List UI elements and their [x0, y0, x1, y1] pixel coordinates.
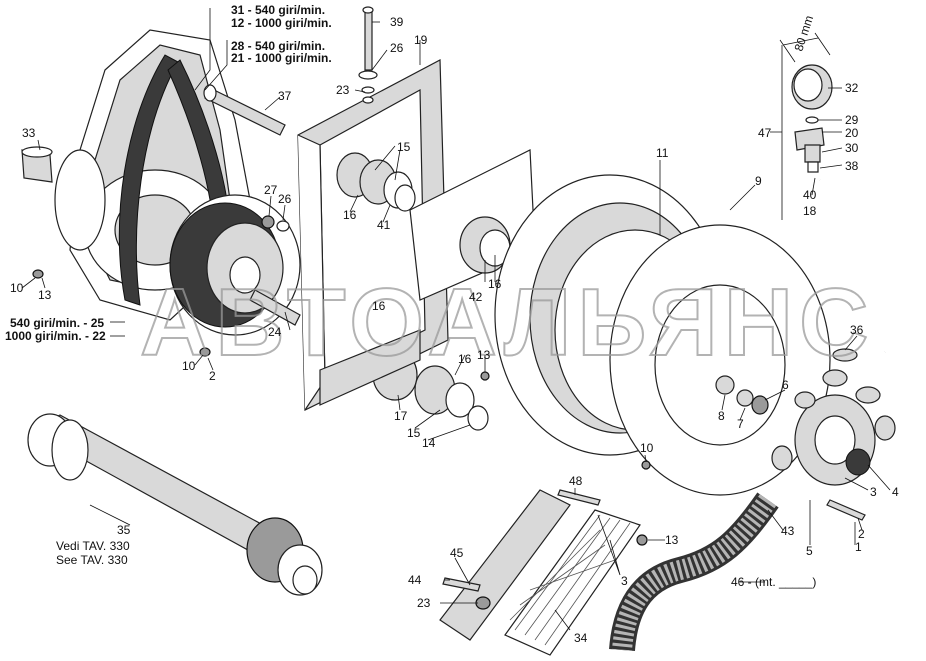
callout-48: 48: [569, 474, 583, 488]
callout-41: 41: [377, 218, 391, 232]
pto-shaft-35: [27, 413, 323, 596]
callout-6: 6: [782, 378, 789, 392]
callout-17: 17: [394, 409, 408, 423]
callout-7: 7: [737, 417, 744, 431]
callout-46: 46 - (mt. _____): [731, 575, 816, 589]
callout-32: 32: [845, 81, 859, 95]
callout-3b: 3: [621, 574, 628, 588]
callout-34: 34: [574, 631, 588, 645]
callout-11: 11: [656, 146, 669, 160]
callout-20: 20: [845, 126, 859, 140]
callout-23: 23: [336, 83, 350, 97]
callout-27: 27: [264, 183, 278, 197]
callout-37: 37: [278, 89, 292, 103]
callout-36: 36: [850, 323, 864, 337]
callout-2: 2: [209, 369, 216, 383]
callout-13: 13: [38, 288, 52, 302]
callout-30: 30: [845, 141, 859, 155]
v-belts: [118, 54, 231, 306]
callout-33: 33: [22, 126, 36, 140]
bolt-39: [358, 6, 378, 104]
speed-22-label: 1000 giri/min. - 22: [5, 329, 106, 343]
callout-35: 35: [117, 523, 131, 537]
callout-19: 19: [414, 33, 428, 47]
bracket-lower: [319, 329, 421, 406]
leader-lines: [21, 8, 891, 631]
callout-16b: 16: [488, 277, 502, 291]
speed-21-label: 21 - 1000 giri/min.: [231, 51, 332, 65]
flex-duct-46: [609, 492, 779, 652]
callout-43: 43: [781, 524, 795, 538]
reference-notes: Vedi TAV. 330 See TAV. 330: [56, 539, 130, 567]
bearings-upper: [336, 152, 416, 212]
shield-45: [439, 489, 571, 641]
callout-16d: 16: [458, 352, 472, 366]
callout-10b: 10: [182, 359, 196, 373]
speed-annotations: 31 - 540 giri/min. 12 - 1000 giri/min. 2…: [5, 3, 332, 343]
shaft-24: [249, 289, 301, 326]
callout-9: 9: [755, 174, 762, 188]
callout-16c: 16: [372, 299, 386, 313]
dimension-label: 80 mm: [792, 14, 817, 53]
callout-26b: 26: [278, 192, 292, 206]
callout-labels: 39 26 23 19 37 33 27 26 15 16 41 11 9 47…: [10, 15, 899, 645]
callout-10: 10: [10, 281, 24, 295]
fasteners: [32, 215, 866, 610]
callout-14: 14: [422, 436, 436, 450]
distributor-5: [771, 348, 896, 486]
speed-25-label: 540 giri/min. - 25: [10, 316, 104, 330]
callout-4: 4: [892, 485, 899, 499]
callout-8: 8: [718, 409, 725, 423]
callout-1: 1: [855, 540, 862, 554]
shaft-37: [203, 84, 286, 136]
callout-18: 18: [803, 204, 817, 218]
note-vedi: Vedi TAV. 330: [56, 539, 130, 553]
dimension-80mm: 80 mm: [779, 14, 831, 63]
callout-24: 24: [268, 325, 282, 339]
callout-13c: 13: [665, 533, 679, 547]
callout-13b: 13: [477, 348, 491, 362]
cap-33: [21, 146, 53, 183]
note-see: See TAV. 330: [56, 553, 128, 567]
callout-39: 39: [390, 15, 404, 29]
speed-12-label: 12 - 1000 giri/min.: [231, 16, 332, 30]
callout-42: 42: [469, 290, 483, 304]
callout-29: 29: [845, 113, 859, 127]
callout-15: 15: [397, 140, 411, 154]
callout-38: 38: [845, 159, 859, 173]
pulley: [169, 194, 301, 336]
callout-16: 16: [343, 208, 357, 222]
callout-5: 5: [806, 544, 813, 558]
watermark: АВТОАЛЬЯНС: [140, 269, 874, 376]
hose-40: [819, 178, 904, 353]
frame-19: [297, 59, 449, 411]
callout-40: 40: [803, 188, 817, 202]
callout-2b: 2: [858, 527, 865, 541]
speed-28-label: 28 - 540 giri/min.: [231, 39, 325, 53]
callout-44: 44: [408, 573, 422, 587]
callout-3: 3: [870, 485, 877, 499]
callout-45: 45: [450, 546, 464, 560]
callout-26: 26: [390, 41, 404, 55]
callout-47: 47: [758, 126, 772, 140]
hub-nut: [715, 375, 769, 415]
screen-34: [504, 509, 641, 656]
callout-10c: 10: [640, 441, 654, 455]
pressure-gauge-32: [791, 64, 833, 173]
callout-15b: 15: [407, 426, 421, 440]
speed-31-label: 31 - 540 giri/min.: [231, 3, 325, 17]
callout-23b: 23: [417, 596, 431, 610]
